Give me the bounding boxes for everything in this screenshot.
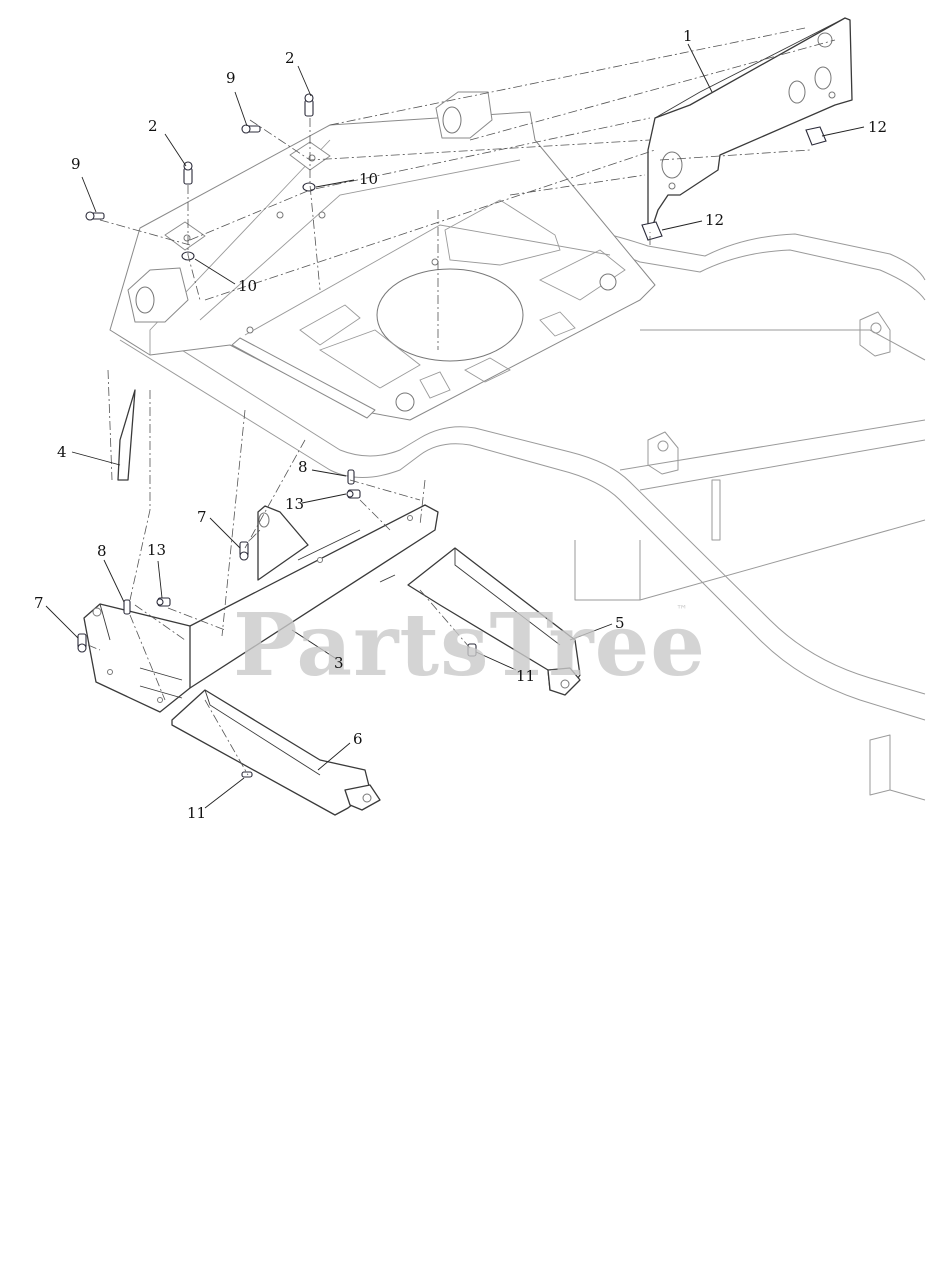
callout-5: 5 — [615, 614, 625, 632]
pin-2-left — [183, 161, 193, 185]
callout-2: 2 — [285, 49, 295, 67]
callout-4: 4 — [57, 443, 67, 461]
callout-8: 8 — [298, 458, 308, 476]
part-5-shield — [407, 547, 581, 696]
watermark-text: PartsTree — [233, 595, 706, 696]
callout-6: 6 — [353, 730, 363, 748]
part-3-panel — [83, 504, 439, 713]
bolt-7-lower — [77, 633, 87, 653]
callout-12: 12 — [868, 118, 887, 136]
bolt-11-left — [241, 771, 253, 778]
callout-3: 3 — [334, 654, 344, 672]
callout-1: 1 — [683, 27, 693, 45]
callouts: 1 2 2 3 4 5 6 7 7 8 8 9 9 10 10 11 11 12… — [34, 27, 887, 822]
watermark: PartsTree ™ — [233, 595, 706, 696]
callout-8: 8 — [97, 542, 107, 560]
callout-9: 9 — [71, 155, 81, 173]
seat-platform — [109, 91, 656, 421]
part-4-plate — [117, 389, 136, 481]
pin-8-upper — [347, 469, 355, 485]
washer-10-right — [302, 182, 316, 192]
callout-11: 11 — [187, 804, 206, 822]
bolt-9-right — [241, 124, 261, 134]
callout-11: 11 — [516, 667, 535, 685]
part-6-shield — [171, 689, 381, 816]
callout-2: 2 — [148, 117, 158, 135]
callout-13: 13 — [147, 541, 166, 559]
leader-lines — [45, 43, 865, 809]
bolt-11-right — [467, 643, 477, 657]
callout-10: 10 — [238, 277, 257, 295]
callout-7: 7 — [34, 594, 44, 612]
clip-12-lower — [641, 221, 663, 241]
hardware — [77, 93, 827, 778]
callout-7: 7 — [197, 508, 207, 526]
callout-9: 9 — [226, 69, 236, 87]
callout-13: 13 — [285, 495, 304, 513]
fitting-13-lower — [156, 597, 171, 607]
watermark-trademark: ™ — [676, 603, 688, 617]
pin-8-lower — [123, 599, 131, 615]
bolt-9-left — [85, 211, 105, 221]
callout-12: 12 — [705, 211, 724, 229]
clip-12-upper — [805, 126, 827, 146]
fitting-13-upper — [346, 489, 361, 499]
bolt-7-upper — [239, 541, 249, 561]
callout-10: 10 — [359, 170, 378, 188]
pin-2-right — [304, 93, 314, 117]
assembly-lines — [87, 27, 836, 776]
